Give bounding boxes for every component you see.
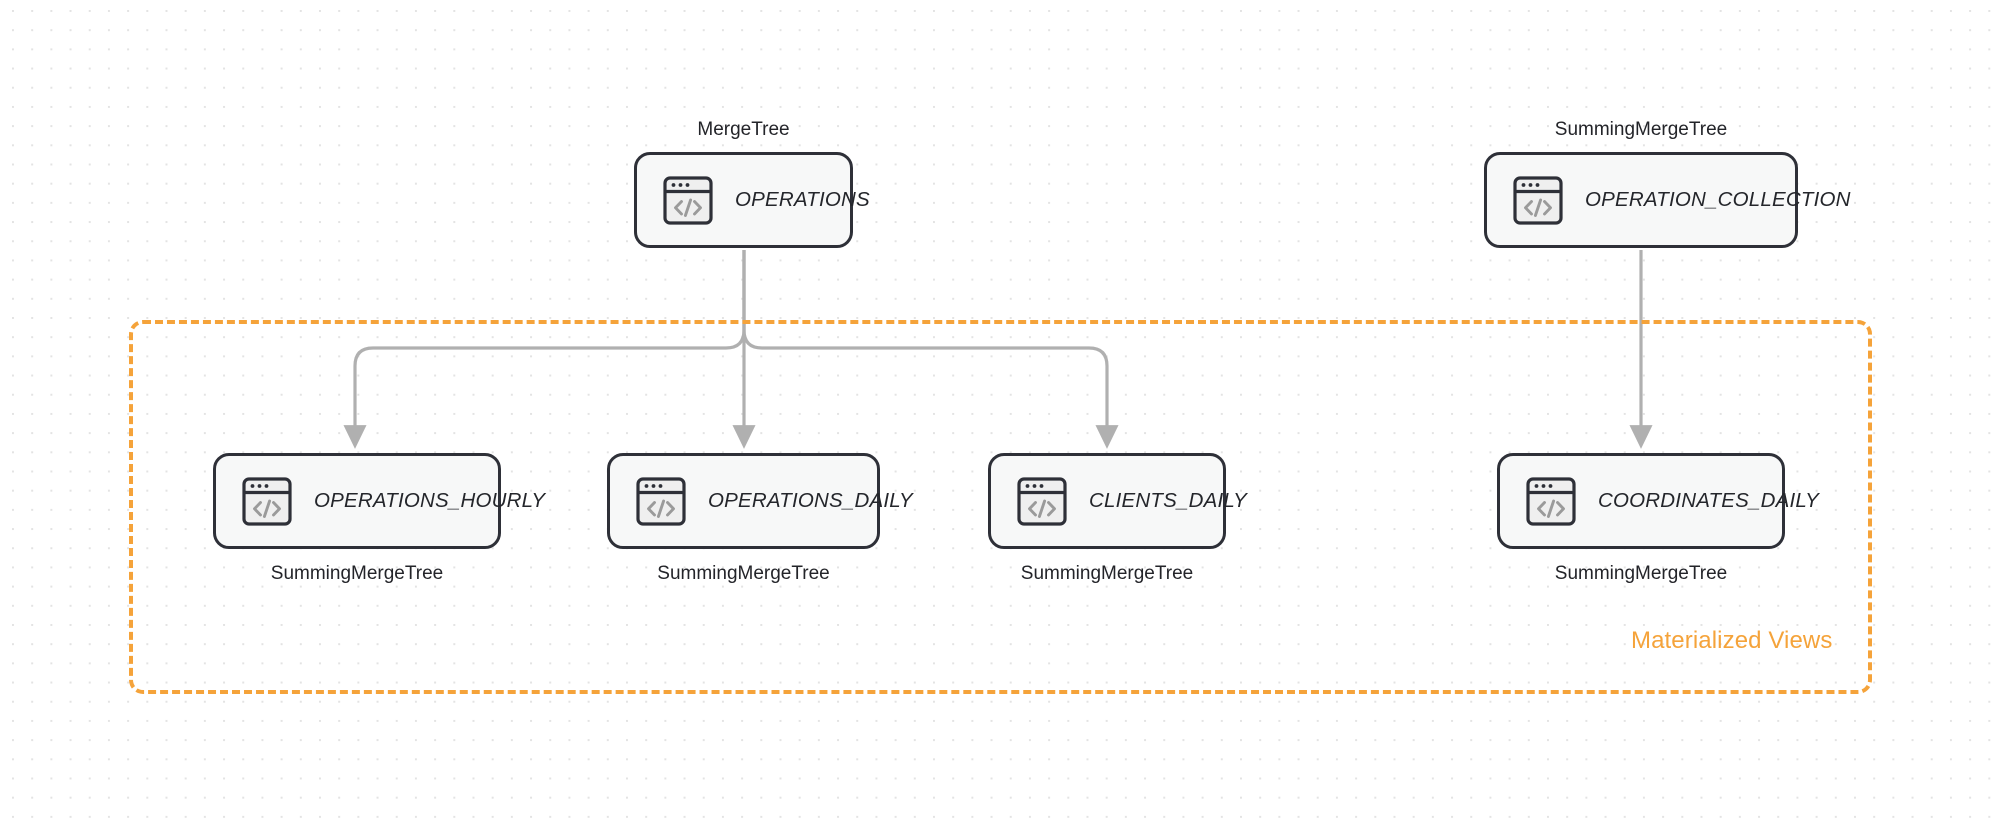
node-title-coordinates_daily: COORDINATES_DAILY [1598,489,1819,512]
node-box-operations_daily[interactable]: OPERATIONS_DAILY [607,453,913,549]
node-coordinates_daily[interactable]: COORDINATES_DAILY SummingMergeTree [1497,453,1819,584]
node-engine-label-operation_collection: SummingMergeTree [1554,119,1728,140]
code-window-icon [663,175,713,225]
node-box-operation_collection[interactable]: OPERATION_COLLECTION [1484,152,1850,248]
node-engine-label-coordinates_daily: SummingMergeTree [1554,563,1728,584]
node-title-operations: OPERATIONS [735,188,870,211]
materialized-views-group-label: Materialized Views [1631,627,1833,654]
node-engine-label-clients_daily: SummingMergeTree [1020,563,1194,584]
code-window-icon [1017,476,1067,526]
node-title-operations_daily: OPERATIONS_DAILY [708,489,913,512]
node-box-coordinates_daily[interactable]: COORDINATES_DAILY [1497,453,1819,549]
node-engine-label-operations_hourly: SummingMergeTree [270,563,444,584]
code-window-icon [1513,175,1563,225]
node-title-operation_collection: OPERATION_COLLECTION [1585,188,1851,211]
materialized-views-group [129,320,1872,694]
node-box-operations_hourly[interactable]: OPERATIONS_HOURLY [213,453,545,549]
code-window-icon [242,476,292,526]
node-box-operations[interactable]: OPERATIONS [634,152,870,248]
node-title-clients_daily: CLIENTS_DAILY [1089,489,1247,512]
node-operations_daily[interactable]: OPERATIONS_DAILY SummingMergeTree [607,453,913,584]
node-operations[interactable]: OPERATIONS MergeTree [634,119,870,248]
node-operations_hourly[interactable]: OPERATIONS_HOURLY SummingMergeTree [213,453,545,584]
code-window-icon [636,476,686,526]
node-engine-label-operations_daily: SummingMergeTree [657,563,830,584]
node-engine-label-operations: MergeTree [697,119,790,140]
node-title-operations_hourly: OPERATIONS_HOURLY [314,489,546,512]
node-operation_collection[interactable]: OPERATION_COLLECTION SummingMergeTree [1484,119,1850,248]
node-clients_daily[interactable]: CLIENTS_DAILY SummingMergeTree [988,453,1247,584]
node-box-clients_daily[interactable]: CLIENTS_DAILY [988,453,1247,549]
code-window-icon [1526,476,1576,526]
